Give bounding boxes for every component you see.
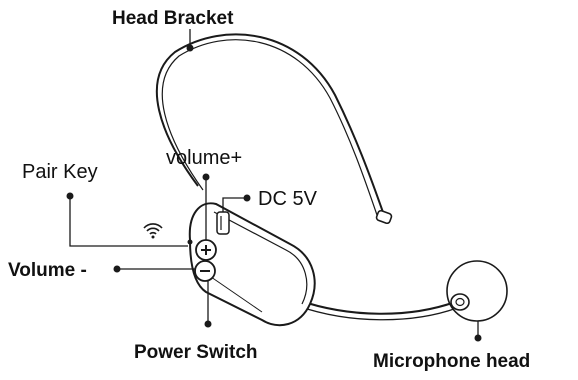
label-volume-minus: Volume - — [8, 260, 87, 281]
microphone-head — [446, 260, 508, 322]
wireless-signal-icon — [143, 223, 163, 239]
volume-minus-power-button[interactable] — [194, 260, 216, 282]
callout-dot-pair-key — [66, 192, 74, 200]
callout-dot-microphone-head — [474, 334, 482, 342]
label-power-switch: Power Switch — [134, 342, 258, 363]
callout-dot-dc-5v — [243, 194, 251, 202]
dc-5v-port — [216, 211, 230, 235]
label-head-bracket: Head Bracket — [112, 8, 234, 29]
label-dc-5v: DC 5V — [258, 188, 318, 210]
microphone-connector-core — [455, 297, 465, 307]
callout-line-pair-key — [69, 196, 188, 247]
head-bracket-arc-inner — [161, 39, 379, 219]
label-microphone-head: Microphone head — [373, 351, 530, 372]
bracket-end-cap — [375, 209, 393, 225]
pair-key-hole[interactable] — [187, 239, 193, 245]
callout-dot-volume-plus — [202, 173, 210, 181]
label-pair-key: Pair Key — [22, 161, 98, 183]
label-volume-plus: volume+ — [166, 147, 242, 169]
callout-dot-volume-minus — [113, 265, 121, 273]
callout-line-dc-5v — [222, 197, 247, 212]
transmitter-body-contour — [213, 211, 308, 305]
callout-dot-head-bracket — [186, 44, 194, 52]
volume-plus-button[interactable] — [195, 239, 217, 261]
plus-icon — [201, 245, 211, 255]
head-bracket-arc — [155, 33, 386, 219]
boom-arm — [297, 299, 456, 315]
boom-arm-inner — [297, 305, 458, 321]
callout-dot-power-switch — [204, 320, 212, 328]
